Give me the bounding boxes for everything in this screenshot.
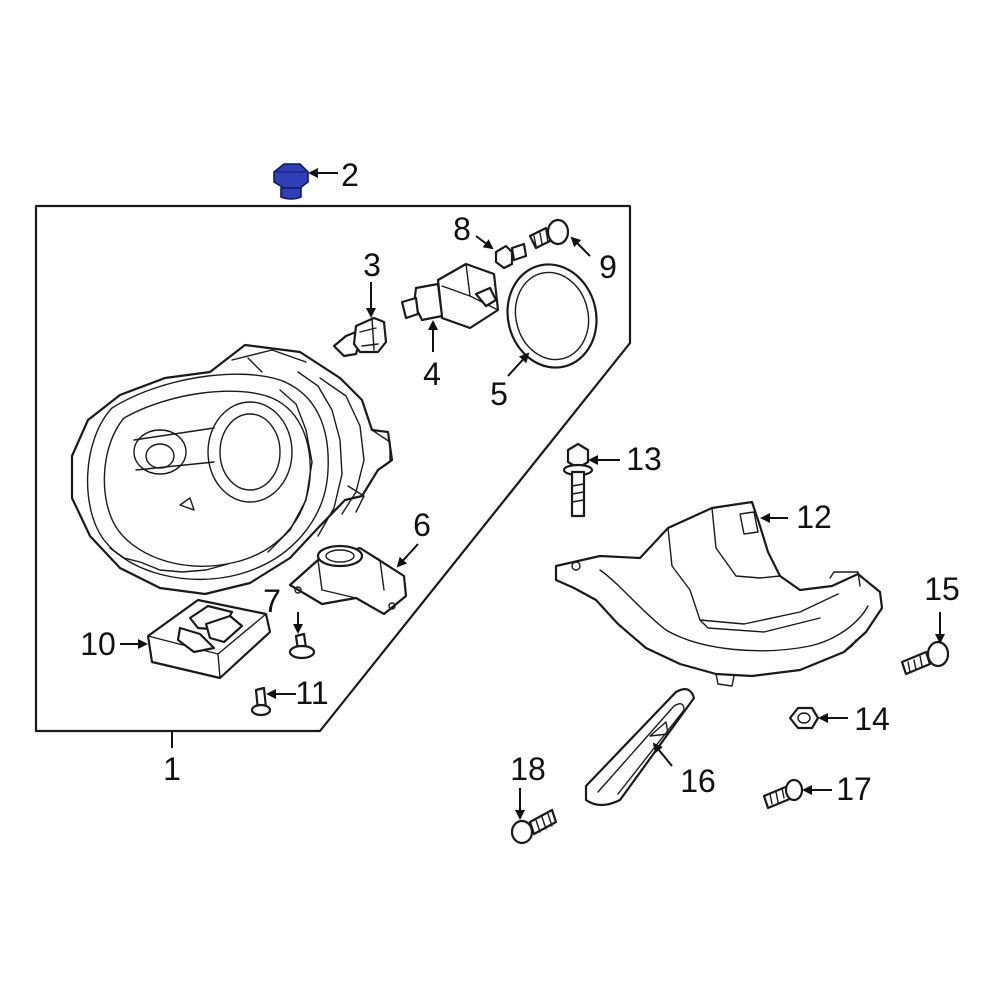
part-3-bulb[interactable] — [332, 316, 388, 358]
part-1-headlamp[interactable] — [70, 343, 394, 596]
callout-14: 14 — [854, 701, 890, 737]
callout-18: 18 — [510, 751, 546, 787]
part-10-control-module[interactable] — [146, 598, 272, 680]
part-13-long-bolt[interactable] — [562, 442, 594, 518]
part-9-screw[interactable] — [528, 218, 570, 250]
callout-13: 13 — [626, 441, 662, 477]
part-7-pin[interactable] — [288, 632, 316, 660]
callout-2: 2 — [341, 157, 359, 193]
part-14-nut[interactable] — [788, 706, 820, 730]
part-16-trim-strip[interactable] — [584, 687, 696, 807]
part-6-ballast-bracket[interactable] — [288, 544, 408, 616]
part-18-bolt[interactable] — [510, 808, 558, 845]
part-11-bolt[interactable] — [250, 686, 272, 717]
part-4-socket[interactable] — [400, 262, 500, 330]
part-12-mounting-bracket[interactable] — [554, 500, 884, 687]
callout-12: 12 — [796, 499, 832, 535]
callout-11: 11 — [295, 675, 328, 711]
callout-8: 8 — [453, 211, 471, 247]
part-17-bolt[interactable] — [762, 778, 804, 810]
callout-6: 6 — [413, 507, 431, 543]
callout-16: 16 — [680, 763, 716, 799]
leader-lines — [120, 168, 945, 820]
part-2-adjuster-nut[interactable] — [273, 163, 309, 200]
callout-1: 1 — [163, 751, 181, 787]
part-15-bolt[interactable] — [900, 640, 950, 676]
callout-9: 9 — [599, 249, 617, 285]
callout-10: 10 — [80, 626, 116, 662]
part-8-screw[interactable] — [494, 242, 528, 270]
callout-7: 7 — [263, 583, 281, 619]
callout-15: 15 — [924, 571, 960, 607]
callout-17: 17 — [836, 771, 872, 807]
callout-4: 4 — [423, 356, 441, 392]
part-5-seal-ring[interactable] — [497, 255, 608, 377]
callout-5: 5 — [490, 376, 508, 412]
assembly-boundary — [34, 204, 632, 733]
callout-3: 3 — [363, 247, 381, 283]
